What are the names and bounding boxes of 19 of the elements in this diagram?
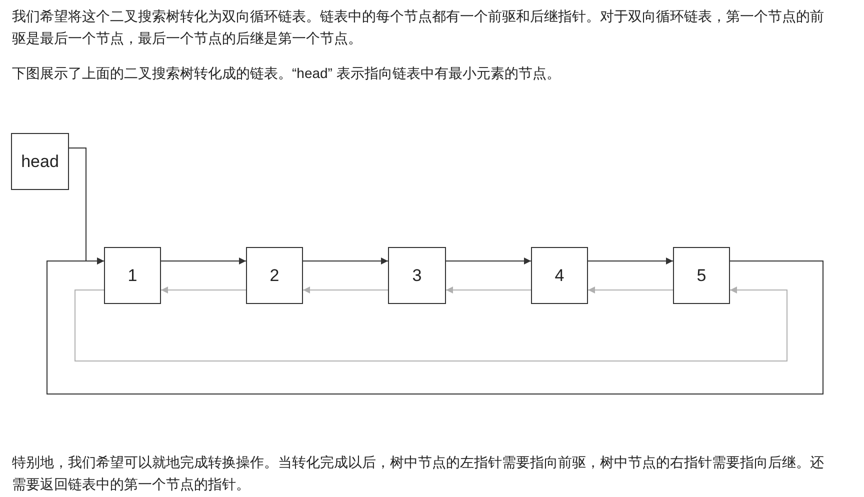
arrow bbox=[446, 286, 532, 294]
pointer-box: head bbox=[11, 133, 69, 190]
arrow bbox=[446, 258, 532, 264]
paragraph: 我们希望将这个二叉搜索树转化为双向循环链表。链表中的每个节点都有一个前驱和后继指针。对于双向循环链表，第一个节点的前驱是最后一个节点，最后一个节点的后继是第一个节点。 bbox=[12, 7, 825, 48]
list-node-box: 3 bbox=[388, 247, 446, 304]
arrow bbox=[46, 258, 824, 394]
arrow bbox=[74, 286, 788, 362]
arrow bbox=[302, 286, 388, 294]
paragraph: 特别地，我们希望可以就地完成转换操作。当转化完成以后，树中节点的左指针需要指向前驱，树中节点的右指针需要指向后继。还需要返回链表中的第一个节点的指针。 bbox=[12, 453, 825, 494]
list-node-box: 2 bbox=[246, 247, 303, 304]
arrow bbox=[160, 286, 246, 294]
arrow bbox=[588, 258, 674, 264]
arrow bbox=[160, 258, 246, 264]
list-node-box: 4 bbox=[531, 247, 588, 304]
paragraph: 下图展示了上面的二叉搜索树转化成的链表。“head” 表示指向链表中有最小元素的节点。 bbox=[12, 64, 562, 83]
list-node-box: 1 bbox=[104, 247, 161, 304]
arrow bbox=[302, 258, 388, 264]
arrow bbox=[588, 286, 674, 294]
list-node-box: 5 bbox=[673, 247, 730, 304]
